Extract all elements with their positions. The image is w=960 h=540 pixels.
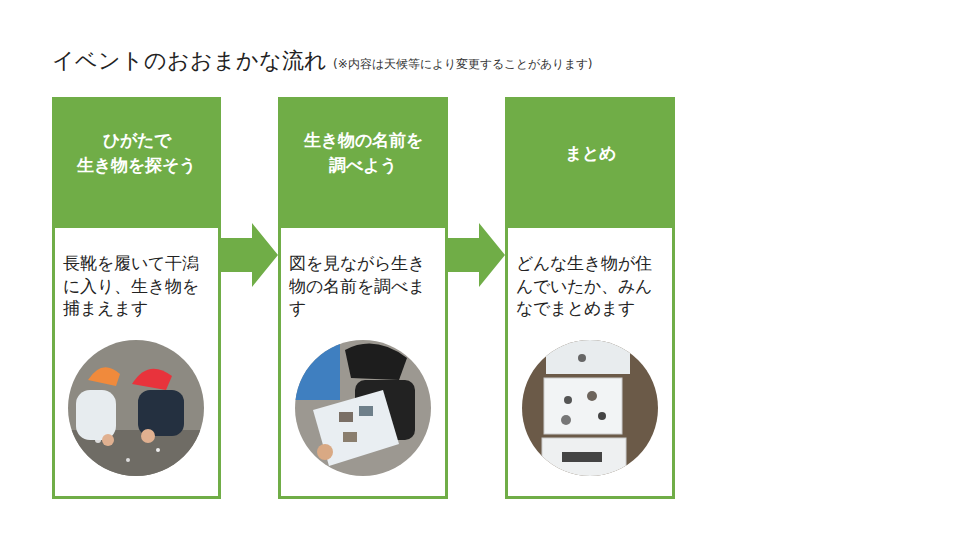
step-heading: 生き物の名前を 調べよう [281,100,445,228]
step-heading: まとめ [508,100,672,228]
photo-tidal-flat [68,340,204,476]
block-arrow [448,223,505,287]
step-description: どんな生き物が住んでいたか、みんなでまとめます [516,252,664,320]
step-description: 長靴を履いて干潟に入り、生き物を捕まえます [63,252,210,320]
block-arrow [221,223,278,287]
step-description: 図を見ながら生き物の名前を調べます [289,252,437,320]
diagram-title: イベントのおおまかな流れ [52,48,327,73]
photo-trays [522,340,658,476]
note-label: (※内容は天候等により変更することがあります) [333,57,592,71]
photo-field-guide [295,340,431,476]
title-row: イベントのおおまかな流れ (※内容は天候等により変更することがあります) [52,46,592,76]
step-heading: ひがたで 生き物を探そう [55,100,218,228]
